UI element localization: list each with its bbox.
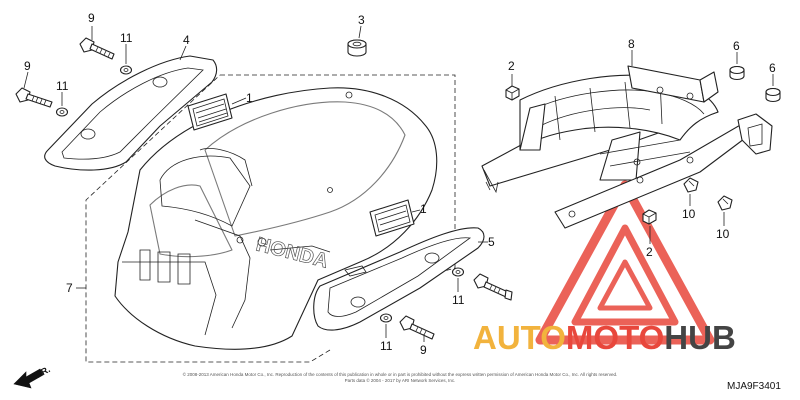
rear-fender: HONDA xyxy=(114,87,438,350)
callout-1-top: 1 xyxy=(246,91,253,105)
callout-10-left: 10 xyxy=(682,207,696,221)
reflector-mid xyxy=(369,199,415,237)
nut-bottom xyxy=(642,209,657,225)
callout-9-bottom: 9 xyxy=(420,343,427,357)
watermark: AUTOMOTOHUB xyxy=(473,180,736,356)
collar-right xyxy=(765,87,781,103)
watermark-auto: AUTO xyxy=(473,319,566,356)
callout-11-top: 11 xyxy=(120,31,133,45)
callout-6-left: 6 xyxy=(733,39,740,53)
callout-11-bottom: 11 xyxy=(380,339,393,353)
forward-arrow-icon xyxy=(13,368,44,389)
washer-top xyxy=(119,65,133,75)
forward-label: FR. xyxy=(34,364,51,380)
forward-arrow: FR. xyxy=(13,364,52,389)
bolt-right-upper xyxy=(473,273,513,301)
leader-lines xyxy=(23,25,774,342)
callout-3: 3 xyxy=(358,13,365,27)
collar-left xyxy=(729,65,745,81)
watermark-hub: HUB xyxy=(664,319,736,356)
side-cover-left xyxy=(44,55,218,171)
screw-left xyxy=(683,177,699,193)
bolt-left xyxy=(15,87,53,108)
callout-6-right: 6 xyxy=(769,61,776,75)
callout-9-left: 9 xyxy=(24,59,31,73)
nut-top xyxy=(505,85,520,101)
fender-bracket xyxy=(481,65,773,229)
diagram-code: MJA9F3401 xyxy=(727,381,781,392)
side-cover-right xyxy=(313,227,485,331)
callout-11-left: 11 xyxy=(56,79,69,93)
washer-bottom xyxy=(379,313,393,323)
callout-2-top: 2 xyxy=(508,59,515,73)
callout-1-mid: 1 xyxy=(420,202,427,216)
copyright-line-1: © 2008-2013 American Honda Motor Co., In… xyxy=(183,371,618,377)
watermark-moto: MOTO xyxy=(566,319,664,356)
washer-mid xyxy=(451,267,465,277)
watermark-triangle-icon xyxy=(535,180,715,345)
screw-right xyxy=(717,195,733,211)
callout-8: 8 xyxy=(628,37,635,51)
copyright-line-2: Parts data © 2004 - 2017 by ARI Network … xyxy=(345,377,456,383)
bolt-top xyxy=(79,37,115,60)
callout-5: 5 xyxy=(488,235,495,249)
svg-text:AUTOMOTOHUB: AUTOMOTOHUB xyxy=(473,319,736,356)
callout-11-mid: 11 xyxy=(452,293,465,307)
grommet xyxy=(347,39,367,57)
callout-10-right: 10 xyxy=(716,227,730,241)
bolt-bottom xyxy=(399,315,435,340)
reflector-top xyxy=(187,93,233,131)
callout-4: 4 xyxy=(183,33,190,47)
callout-9-top: 9 xyxy=(88,11,95,25)
callout-2-bottom: 2 xyxy=(646,245,653,259)
washer-left xyxy=(55,107,69,117)
callouts: 9 11 4 3 9 11 1 1 7 5 11 9 11 2 2 8 6 6 … xyxy=(24,11,776,357)
callout-7: 7 xyxy=(66,281,73,295)
